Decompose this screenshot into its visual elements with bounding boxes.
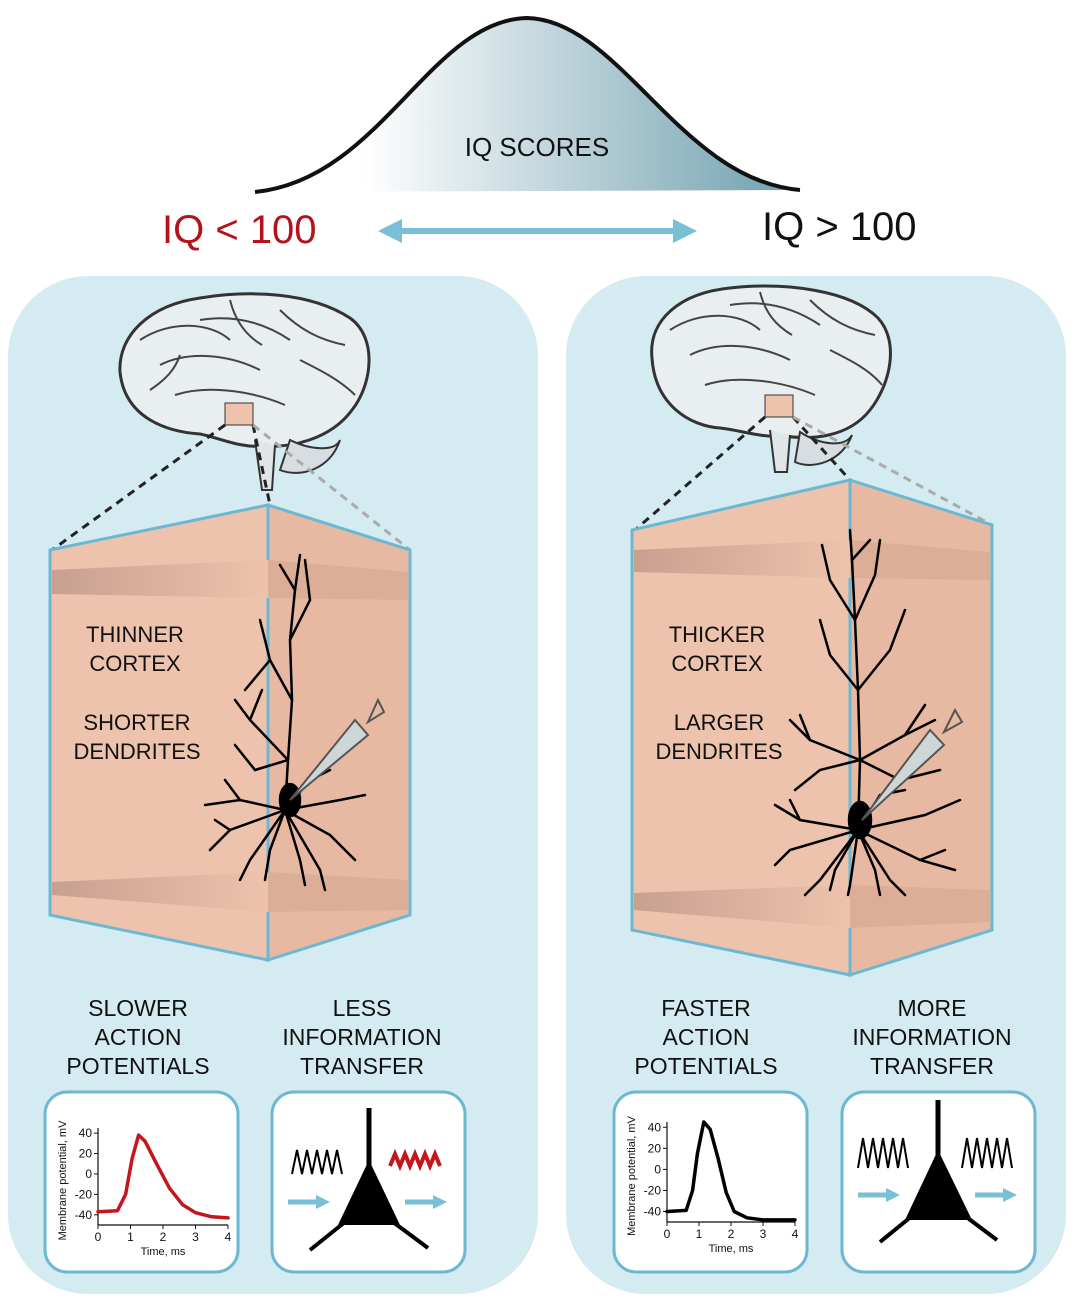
bell-curve-label: IQ SCORES	[464, 132, 610, 162]
left-info-line-2: INFORMATION	[282, 1024, 442, 1050]
left-transfer-schematic	[288, 1108, 447, 1252]
left-ap-y-tick-label: -20	[75, 1187, 93, 1201]
left-ap-x-tick-label: 0	[95, 1230, 102, 1244]
left-electrode	[289, 697, 386, 801]
left-ap-x-tick-label: 1	[127, 1230, 134, 1244]
left-ap-x-tick-label: 2	[160, 1230, 167, 1244]
right-ap-y-tick-label: 0	[654, 1162, 661, 1176]
right-ap-x-tick-label: 2	[728, 1227, 735, 1241]
left-info-line-3: TRANSFER	[300, 1053, 424, 1079]
right-cortex-line-2: CORTEX	[671, 651, 763, 676]
right-ap-label: FASTER ACTION POTENTIALS	[596, 994, 816, 1081]
right-brain-highlight	[764, 394, 794, 418]
left-ap-y-tick-label: -40	[75, 1208, 93, 1222]
left-ap-line-3: POTENTIALS	[66, 1053, 210, 1079]
right-ap-x-axis-title: Time, ms	[709, 1243, 754, 1255]
right-ap-box	[612, 1090, 809, 1274]
bell-curve-fill	[255, 18, 800, 192]
left-cortex-line-1: THINNER	[86, 622, 184, 647]
left-ap-x-tick-label: 4	[225, 1230, 232, 1244]
right-dendrite-line-1: LARGER	[673, 710, 765, 735]
left-brain-highlight	[224, 402, 254, 426]
right-ap-x-tick-label: 3	[760, 1227, 767, 1241]
right-ap-line-3: POTENTIALS	[634, 1053, 778, 1079]
left-ap-y-tick-label: 0	[85, 1167, 92, 1181]
left-ap-y-tick-label: 20	[79, 1147, 93, 1161]
left-dendrite-label: SHORTER DENDRITES	[42, 708, 232, 766]
right-info-line-1: MORE	[897, 995, 967, 1021]
left-cortex-block	[48, 502, 412, 963]
right-ap-y-axis-title: Membrane potential, mV	[626, 1115, 638, 1235]
right-ap-x-tick-label: 1	[696, 1227, 703, 1241]
right-cortex-label: THICKER CORTEX	[622, 620, 812, 678]
bell-curve-line	[254, 15, 801, 194]
left-ap-trace	[96, 1133, 230, 1220]
left-ap-x-tick-label: 3	[192, 1230, 199, 1244]
right-info-line-2: INFORMATION	[852, 1024, 1012, 1050]
right-ap-line-2: ACTION	[662, 1024, 750, 1050]
double-arrow	[378, 219, 697, 243]
left-cortex-line-2: CORTEX	[89, 651, 181, 676]
right-neuron	[773, 528, 962, 897]
right-ap-line-1: FASTER	[661, 995, 751, 1021]
right-ap-x-tick-label: 4	[792, 1227, 799, 1241]
left-ap-y-axis-title: Membrane potential, mV	[57, 1120, 69, 1240]
right-dendrite-line-2: DENDRITES	[655, 739, 783, 764]
left-ap-x-axis-title: Time, ms	[141, 1246, 186, 1258]
left-info-label: LESS INFORMATION TRANSFER	[252, 994, 472, 1081]
right-cortex-block	[630, 477, 994, 978]
right-brain-illustration	[634, 284, 993, 532]
iq-bell-curve	[254, 15, 801, 243]
right-ap-y-tick-label: -40	[644, 1204, 662, 1218]
left-ap-y-tick-label: 40	[79, 1126, 93, 1140]
left-cortex-label: THINNER CORTEX	[40, 620, 230, 678]
left-ap-line-2: ACTION	[94, 1024, 182, 1050]
left-dendrite-line-1: SHORTER	[83, 710, 191, 735]
right-info-line-3: TRANSFER	[870, 1053, 994, 1079]
iq-low-label: IQ < 100	[162, 208, 317, 252]
left-dendrite-line-2: DENDRITES	[73, 739, 201, 764]
right-ap-trace	[665, 1120, 797, 1222]
right-cortex-line-1: THICKER	[668, 622, 766, 647]
left-ap-label: SLOWER ACTION POTENTIALS	[28, 994, 248, 1081]
right-transfer-schematic	[857, 1100, 1017, 1244]
right-ap-x-tick-label: 0	[664, 1227, 671, 1241]
left-ap-line-1: SLOWER	[88, 995, 188, 1021]
left-ap-box	[43, 1090, 240, 1274]
left-info-line-1: LESS	[332, 995, 392, 1021]
left-neuron	[203, 553, 367, 892]
right-electrode	[861, 707, 964, 821]
iq-high-label: IQ > 100	[762, 205, 917, 249]
right-info-label: MORE INFORMATION TRANSFER	[822, 994, 1042, 1081]
right-dendrite-label: LARGER DENDRITES	[624, 708, 814, 766]
right-ap-y-tick-label: -20	[644, 1183, 662, 1197]
right-ap-y-tick-label: 40	[648, 1120, 662, 1134]
right-ap-y-tick-label: 20	[648, 1141, 662, 1155]
left-brain-illustration	[51, 292, 411, 552]
